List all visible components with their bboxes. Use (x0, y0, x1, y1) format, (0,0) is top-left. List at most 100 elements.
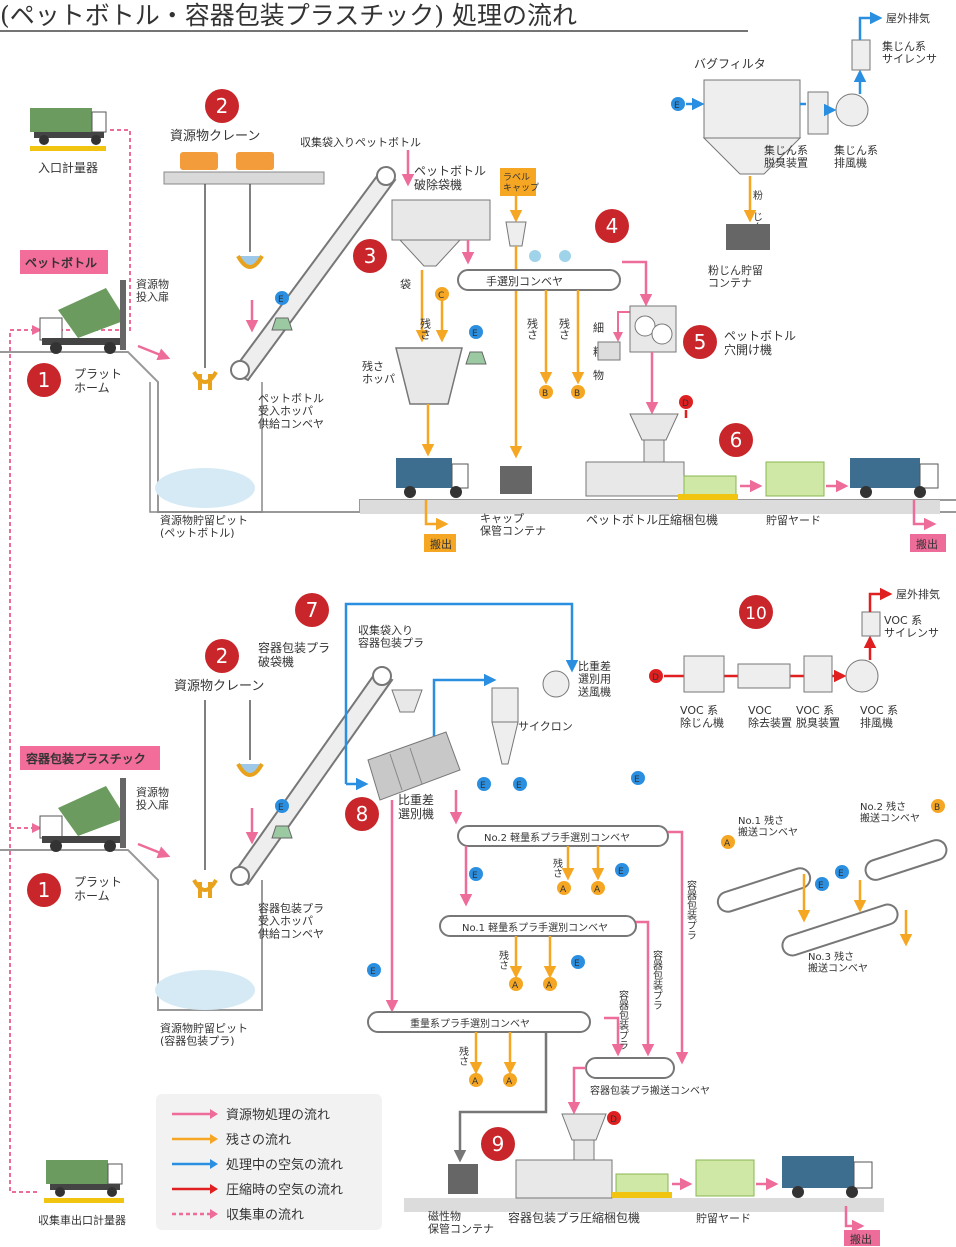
out-tag-2 (910, 534, 946, 552)
d-marker-pet (679, 395, 693, 409)
d-marker-voc-label: D (652, 673, 659, 683)
e-marker-pet-2-label: E (472, 329, 478, 339)
dust-container-label: 粉じん貯留コンテナ (708, 264, 763, 290)
pp-hopper-label: 容器包装プラ受入ホッパ供給コンベヤ (258, 901, 324, 940)
b-marker-3 (931, 799, 945, 813)
pp-transfer-conveyor (585, 1057, 675, 1079)
pp-pit-label: 資源物貯留ピット(容器包装プラ) (160, 1021, 248, 1048)
legend-label-3: 圧縮時の空気の流れ (226, 1182, 343, 1198)
pp-breaker-label: 容器包装プラ破袋機 (258, 640, 330, 669)
perforator-roller-2 (651, 323, 673, 345)
pet-residue-label-2: 残さ (526, 317, 539, 340)
e-marker-pp-7-label: E (370, 967, 376, 977)
cap-funnel (505, 221, 527, 247)
e-marker-bagfilter (671, 97, 685, 111)
residue-hopper (395, 347, 463, 405)
pet-breaker-chute (398, 239, 462, 267)
pp-sorter-to-cyclone (432, 673, 497, 740)
dust-silencer (851, 39, 871, 71)
no1-res-conv-label: No.1 残さ搬送コンベヤ (738, 814, 798, 839)
a-marker-5 (469, 1073, 483, 1087)
legend-label-1: 残さの流れ (226, 1133, 291, 1148)
air-to-outdoor (858, 11, 883, 40)
a-marker-3 (509, 977, 523, 991)
legend-arrowhead-4 (210, 1209, 218, 1219)
number-badge-label-3-2: 3 (364, 244, 377, 268)
a-marker-2 (591, 881, 605, 895)
b-marker-2 (571, 385, 585, 399)
cyclone (491, 687, 519, 765)
pp-breaker (391, 689, 423, 713)
no2-light-conveyor-label: No.2 軽量系プラ手選別コンベヤ (484, 831, 630, 844)
pet-pit (149, 382, 263, 513)
pet-perforator-label: ペットボトル穴開け機 (724, 329, 796, 357)
pp-product-out-arrow (844, 1206, 865, 1233)
e-marker-pp-1 (275, 799, 289, 813)
pet-product-truck (850, 458, 939, 498)
bagged-pet-label: 収集袋入りペットボトル (300, 135, 421, 149)
pp-text-2: 容器包装プラ (651, 949, 663, 1010)
label-cap-label: ラベルキャップ (503, 172, 539, 193)
label-cap-tag (500, 168, 536, 196)
no2-res-conveyor (864, 839, 948, 881)
legend-arrowhead-0 (210, 1109, 218, 1119)
a-marker-7 (721, 835, 735, 849)
worker-2 (559, 250, 571, 262)
e-marker-pp-4 (631, 771, 645, 785)
voc-dust-remover (683, 655, 725, 693)
e-marker-pp-1-label: E (278, 803, 284, 813)
number-badge-label-5-4: 5 (694, 330, 707, 354)
perforator-roller-1 (634, 315, 656, 337)
pet-crane-grab-2 (236, 254, 264, 269)
gravity-sorter (367, 731, 461, 801)
bag-filter-hopper (702, 137, 802, 175)
c-marker (435, 287, 449, 301)
vehicle-flow-line (9, 129, 131, 1193)
d-marker-pp-label: D (610, 1115, 617, 1125)
number-badge-10-11 (739, 595, 773, 629)
number-badge-8-9 (345, 797, 379, 831)
pet-storage-yard (765, 461, 825, 497)
number-badge-9-10 (481, 1127, 515, 1161)
number-badge-6-5 (719, 423, 753, 457)
pet-crane-rail (163, 171, 325, 185)
e-hood-pet-2 (465, 351, 487, 365)
pp-storage-yard (695, 1159, 755, 1197)
dust-silencer-label: 集じん系サイレンサ (882, 39, 937, 66)
number-badge-1-6 (27, 873, 61, 907)
no2-light-conveyor (457, 825, 669, 847)
out-tag-2-label: 搬出 (916, 537, 938, 551)
legend-arrowhead-3 (210, 1184, 218, 1194)
a-marker-7-label: A (724, 839, 731, 849)
no2-res-conv-label: No.2 残さ搬送コンベヤ (860, 800, 920, 825)
no3-res-conv-label: No.3 残さ搬送コンベヤ (808, 950, 868, 975)
bag-filter-label: バグフィルタ (694, 57, 766, 71)
pp-air-loop (344, 602, 579, 784)
e-marker-pp-3-label: E (516, 781, 522, 791)
cap-container-label: キャップ保管コンテナ (480, 512, 546, 538)
pet-compressor-base (585, 461, 685, 497)
worker-1 (529, 250, 541, 262)
legend-label-4: 収集車の流れ (226, 1207, 304, 1223)
dust-container (726, 224, 770, 250)
e-marker-pet-2 (469, 325, 483, 339)
pet-conv-pulley-bottom (230, 360, 250, 380)
pet-crane-grab-1 (192, 370, 218, 390)
voc-dust-label: VOC 系除じん機 (680, 704, 724, 730)
pet-breaker-machine (391, 199, 491, 241)
cyclone-label: サイクロン (518, 720, 573, 733)
number-badge-1-0 (27, 363, 61, 397)
pp-section-tag-label: 容器包装プラスチック (25, 751, 146, 766)
pp-conv-pulley-top (372, 666, 392, 686)
number-badge-4-3 (595, 209, 629, 243)
no1-light-conveyor-label: No.1 軽量系プラ手選別コンベヤ (462, 921, 608, 934)
pet-dump-truck (39, 280, 126, 354)
a-marker-6 (503, 1073, 517, 1087)
pp-text-1: 容器包装プラ (685, 879, 697, 940)
e-marker-res-2-label: E (838, 869, 844, 879)
out-tag-1 (424, 534, 456, 552)
e-marker-pet-1 (275, 291, 289, 305)
pet-product-out-arrow (912, 500, 937, 531)
pp-input-door-label: 資源物投入扉 (136, 785, 169, 812)
